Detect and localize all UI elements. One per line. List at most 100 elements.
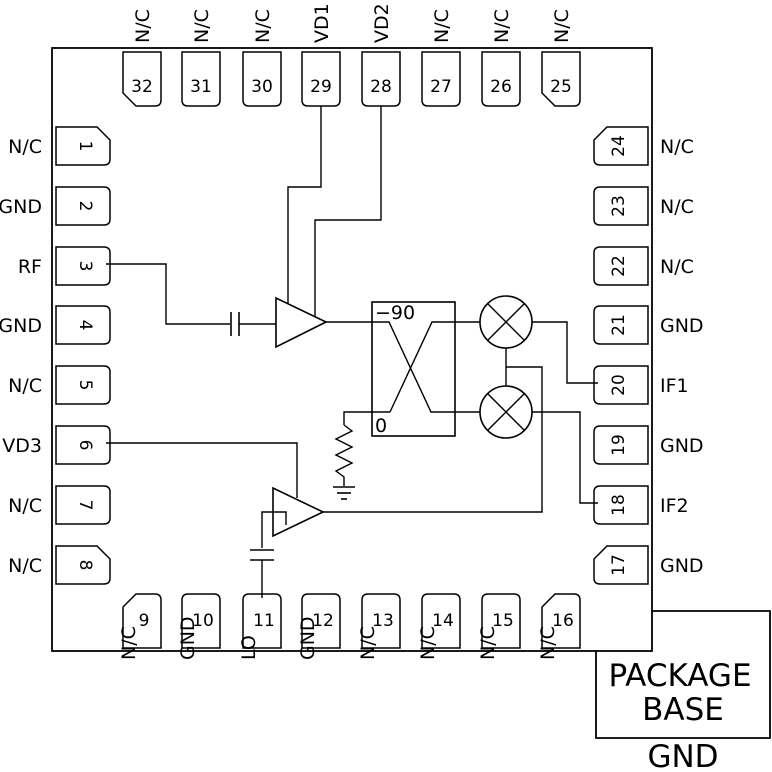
pin-30: 30 (242, 51, 282, 107)
pin-6: 6 (55, 425, 111, 465)
pin-number: 29 (310, 77, 332, 97)
pin-label-if2: IF2 (660, 495, 689, 517)
mixer-1 (479, 295, 533, 349)
pin-number: 22 (609, 255, 629, 277)
pin-number: 6 (75, 440, 95, 451)
internal-circuit: −90 0 (106, 106, 598, 598)
pin-3: 3 (55, 246, 111, 286)
lo-amp-bias-wire (261, 511, 287, 548)
pin-pad-outline (593, 545, 649, 585)
pin-number: 1 (75, 141, 95, 152)
pin-number: 11 (253, 611, 275, 631)
pin-label-nc: N/C (660, 256, 694, 278)
package-base-box (595, 610, 771, 739)
pin-label-gnd: GND (0, 315, 42, 337)
pin-number: 8 (75, 560, 95, 571)
pin-label-nc: N/C (191, 9, 213, 43)
pin-pad-outline (242, 593, 282, 649)
pin-label-nc: N/C (431, 9, 453, 43)
pin-16: 16 (541, 593, 581, 649)
vd2-bias-wire (314, 106, 382, 316)
pin-number: 2 (75, 201, 95, 212)
pin-pad-outline (55, 545, 111, 585)
pin-10: 10 (181, 593, 221, 649)
pin-21: 21 (593, 305, 649, 345)
pin-number: 15 (492, 611, 514, 631)
pin-31: 31 (181, 51, 221, 107)
pin-number: 28 (370, 77, 392, 97)
pin-label-gnd: GND (660, 555, 704, 577)
pin-9: 9 (122, 593, 162, 649)
pin-15: 15 (481, 593, 521, 649)
pin-label-nc: N/C (8, 136, 42, 158)
pin-label-nc: N/C (660, 196, 694, 218)
pin-label-lo: LO (238, 635, 260, 660)
pin-number: 4 (75, 320, 95, 331)
pin-pad-outline (421, 593, 461, 649)
pin-pad-outline (55, 425, 111, 465)
pin-number: 13 (372, 611, 394, 631)
pin-25: 25 (541, 51, 581, 107)
pin-pad-outline (481, 593, 521, 649)
pin-pad-outline (122, 593, 162, 649)
pin-1: 1 (55, 126, 111, 166)
pin-pad-outline (593, 485, 649, 525)
pin-11: 11 (242, 593, 282, 649)
pin-pad-outline (55, 186, 111, 226)
pin-label-gnd: GND (0, 196, 42, 218)
pin-label-nc: N/C (417, 626, 439, 660)
pin-pad-outline (361, 51, 401, 107)
package-outline (51, 47, 653, 652)
pin-pad-outline (181, 51, 221, 107)
pin-pad-outline (55, 246, 111, 286)
pin-7: 7 (55, 485, 111, 525)
quadrature-hybrid-box (371, 301, 456, 437)
pin-number: 12 (312, 611, 334, 631)
pin-32: 32 (122, 51, 162, 107)
package-base-ground-label: GND (647, 739, 718, 772)
pin-number: 18 (609, 494, 629, 516)
pin-label-rf: RF (18, 256, 42, 278)
pin-12: 12 (301, 593, 341, 649)
pin-number: 26 (490, 77, 512, 97)
pin-2: 2 (55, 186, 111, 226)
pin-label-nc: N/C (357, 626, 379, 660)
pin-pad-outline (593, 425, 649, 465)
pin-label-vd2: VD2 (371, 3, 393, 43)
termination-resistor (334, 424, 354, 486)
pin-pad-outline (541, 593, 581, 649)
pin-pad-outline (301, 593, 341, 649)
pin-26: 26 (481, 51, 521, 107)
pin-28: 28 (361, 51, 401, 107)
hybrid-bottom-port-label: 0 (375, 415, 387, 437)
pin-number: 30 (251, 77, 273, 97)
pin-label-nc: N/C (477, 626, 499, 660)
pin-label-nc: N/C (132, 9, 154, 43)
pin-number: 10 (192, 611, 214, 631)
lo-distribution-wire (323, 348, 543, 513)
pin-number: 27 (430, 77, 452, 97)
pin-pad-outline (181, 593, 221, 649)
if1-output-wire (532, 321, 598, 384)
pin-24: 24 (593, 126, 649, 166)
pin-number: 3 (75, 261, 95, 272)
pin-pad-outline (55, 485, 111, 525)
pin-pad-outline (55, 305, 111, 345)
pin-17: 17 (593, 545, 649, 585)
pin-number: 23 (609, 195, 629, 217)
pin-label-gnd: GND (660, 315, 704, 337)
pin-19: 19 (593, 425, 649, 465)
hybrid-crossover-a (372, 321, 455, 413)
pin-number: 17 (609, 554, 629, 576)
pin-pad-outline (593, 126, 649, 166)
pin-14: 14 (421, 593, 461, 649)
pin-4: 4 (55, 305, 111, 345)
pin-pad-outline (242, 51, 282, 107)
pin-number: 20 (609, 374, 629, 396)
pin-label-vd1: VD1 (311, 3, 333, 43)
pin-label-gnd: GND (660, 435, 704, 457)
hybrid-crossover-b (389, 321, 455, 413)
vd3-bias-wire (106, 442, 298, 498)
